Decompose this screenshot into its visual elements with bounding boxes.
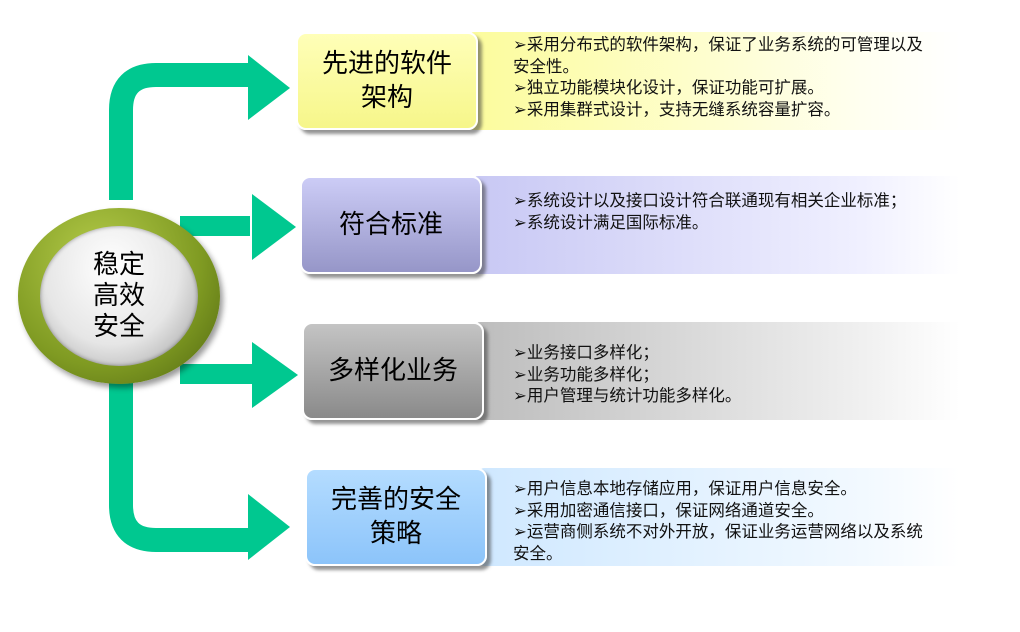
hub-line: 高效 (92, 280, 145, 311)
arrow-3 (252, 342, 298, 408)
bullet: ➢业务功能多样化； (513, 364, 659, 384)
bullet: ➢运营商侧系统不对外开放，保证业务运营网络以及系统安全。 (513, 522, 923, 563)
arrow-2 (252, 194, 296, 260)
hub-line: 稳定 (92, 249, 145, 280)
desc-standards: ➢系统设计以及接口设计符合联通现有相关企业标准； ➢系统设计满足国际标准。 (513, 190, 933, 233)
bullet: ➢系统设计以及接口设计符合联通现有相关企业标准； (513, 191, 907, 210)
arrow-1 (248, 55, 290, 120)
box-title: 完善的安全策略 (330, 485, 461, 549)
panel-services (476, 322, 960, 420)
bullet: ➢用户管理与统计功能多样化。 (513, 386, 742, 405)
box-services: 多样化业务 (302, 322, 484, 420)
bullet: ➢用户信息本地存储应用，保证用户信息安全。 (513, 479, 857, 498)
box-title: 先进的软件架构 (321, 49, 452, 113)
box-architecture: 先进的软件架构 (296, 32, 478, 130)
box-standards: 符合标准 (300, 176, 482, 274)
desc-security: ➢用户信息本地存储应用，保证用户信息安全。 ➢采用加密通信接口，保证网络通道安全… (513, 478, 933, 564)
bullet: ➢采用集群式设计，支持无缝系统容量扩容。 (513, 99, 841, 119)
arrow-4 (248, 494, 290, 560)
bullet: ➢业务接口多样化； (513, 343, 659, 362)
hub-label: 稳定 高效 安全 (89, 250, 149, 343)
panel-security (480, 468, 960, 566)
bullet: ➢独立功能模块化设计，保证功能可扩展。 (513, 78, 824, 97)
desc-services: ➢业务接口多样化； ➢业务功能多样化； ➢用户管理与统计功能多样化。 (513, 342, 933, 407)
panel-standards (474, 176, 960, 274)
box-title: 符合标准 (338, 210, 443, 240)
hub-circle: 稳定 高效 安全 (18, 208, 220, 384)
box-security: 完善的安全策略 (305, 468, 487, 566)
bullet: ➢系统设计满足国际标准。 (513, 212, 709, 232)
hub-line: 安全 (92, 311, 145, 342)
bullet: ➢采用加密通信接口，保证网络通道安全。 (513, 500, 824, 520)
panel-architecture (470, 32, 960, 130)
bullet: ➢采用分布式的软件架构，保证了业务系统的可管理以及安全性。 (513, 35, 923, 76)
trunk-line (109, 63, 250, 552)
box-title: 多样化业务 (327, 356, 458, 386)
desc-architecture: ➢采用分布式的软件架构，保证了业务系统的可管理以及安全性。 ➢独立功能模块化设计… (513, 34, 933, 120)
